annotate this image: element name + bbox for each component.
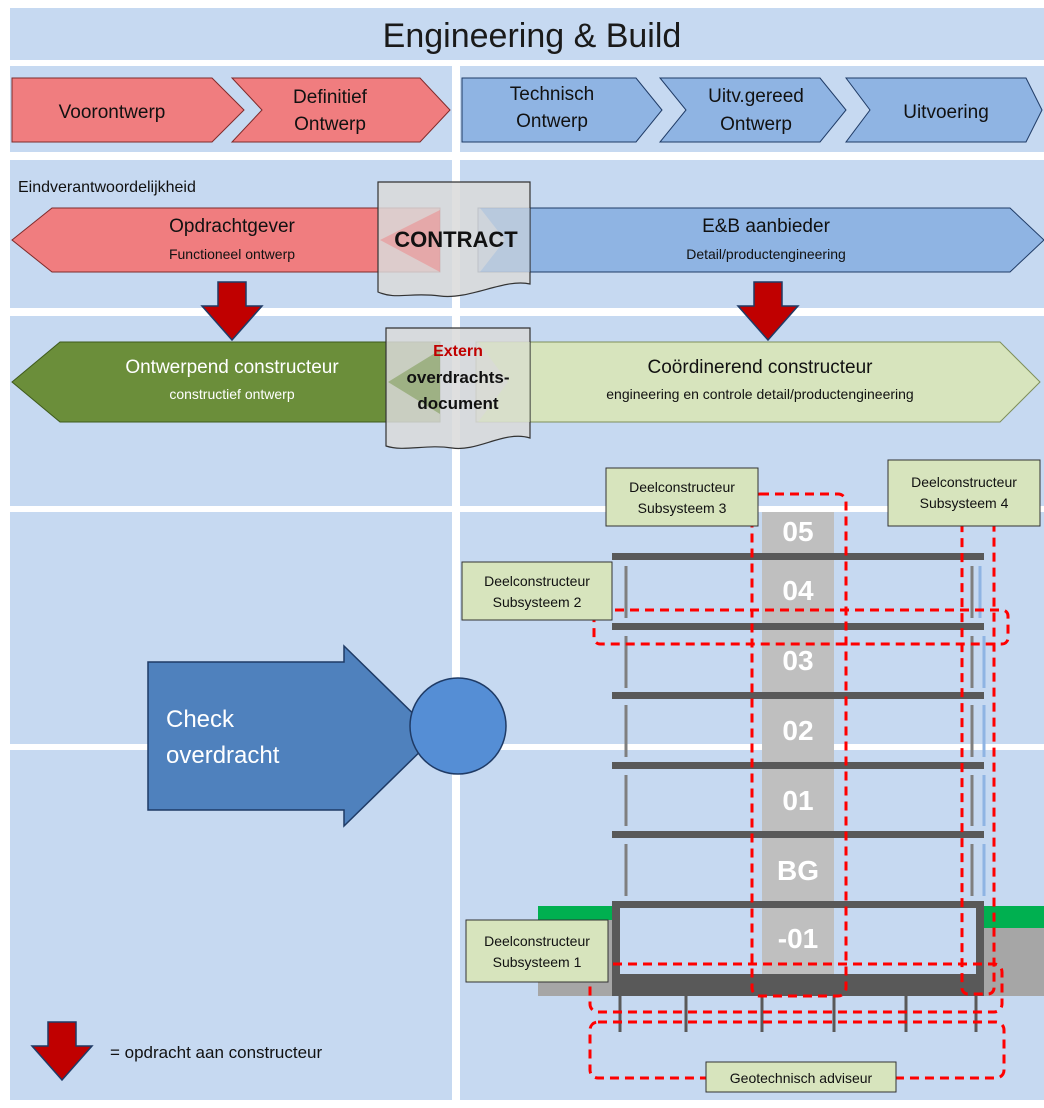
phase-voorontwerp xyxy=(11,77,245,143)
handover-overlap-right xyxy=(478,342,530,422)
check-circle xyxy=(409,677,507,775)
ground-surface-right xyxy=(984,906,1044,928)
handover-overlap-left xyxy=(388,350,440,414)
floor-label: BG xyxy=(777,855,819,886)
basement-wall-right xyxy=(976,906,984,990)
handover-doc-line1: Extern xyxy=(433,343,483,360)
subsystem-4-line1: Deelconstructeur xyxy=(911,474,1017,490)
handover-doc-line3: document xyxy=(417,394,499,413)
subsystem-2-box xyxy=(461,561,613,621)
contract-document xyxy=(377,181,531,298)
phase-label: Ontwerp xyxy=(516,111,588,132)
contract-overlap-right xyxy=(480,208,530,272)
designing-engineer-arrow xyxy=(11,341,441,423)
coordinating-engineer-arrow xyxy=(475,341,1041,423)
subsystem-2-line1: Deelconstructeur xyxy=(484,573,590,589)
subsystem-1-box xyxy=(465,919,609,983)
phase-label: Uitv.gereed xyxy=(708,86,804,107)
assignment-arrow-icon xyxy=(736,281,800,342)
phase-label: Ontwerp xyxy=(294,114,366,135)
phase-uitv-gereed-ontwerp xyxy=(658,77,847,143)
floor-slab xyxy=(612,692,984,699)
title-bar xyxy=(10,8,1044,60)
legend-arrow-icon xyxy=(30,1021,94,1082)
foundation-slab xyxy=(612,974,984,996)
designing-engineer-title: Ontwerpend constructeur xyxy=(125,357,339,378)
ground-surface-left xyxy=(538,906,614,920)
subsystem-4-line2: Subsysteem 4 xyxy=(920,495,1009,511)
phase-uitvoering xyxy=(845,77,1043,143)
coordinating-engineer-title: Coördinerend constructeur xyxy=(648,357,874,378)
page-title: Engineering & Build xyxy=(383,17,682,55)
subsystem-4-box xyxy=(887,459,1041,527)
phase-label: Technisch xyxy=(510,84,595,105)
contract-label: CONTRACT xyxy=(394,227,518,252)
floor-label: 05 xyxy=(782,516,813,547)
basement-wall-left xyxy=(612,906,620,990)
handover-document xyxy=(385,327,531,450)
check-line1: Check xyxy=(166,706,235,733)
piles xyxy=(618,996,978,1032)
provider-title: E&B aanbieder xyxy=(702,216,830,237)
subsystem-3-line1: Deelconstructeur xyxy=(629,479,735,495)
phase-label: Ontwerp xyxy=(720,114,792,135)
geotechnical-label: Geotechnisch adviseur xyxy=(730,1070,873,1086)
floor-slab xyxy=(612,762,984,769)
phase-label: Definitief xyxy=(293,87,368,108)
subsystem-1-line2: Subsysteem 1 xyxy=(493,954,582,970)
coordinating-engineer-subtitle: engineering en controle detail/producten… xyxy=(606,386,913,402)
provider-subtitle: Detail/productengineering xyxy=(686,246,846,262)
floor-label: -01 xyxy=(778,923,818,954)
phase-definitief-ontwerp xyxy=(230,77,451,143)
handover-doc-line2: overdrachts- xyxy=(407,368,510,387)
legend-text: = opdracht aan constructeur xyxy=(110,1043,322,1062)
subsystem-3-boundary xyxy=(750,492,848,998)
assignment-arrow-icon xyxy=(200,281,264,342)
floor-slab xyxy=(612,831,984,838)
subsystem-2-boundary xyxy=(592,608,1010,646)
subsystem-3-box xyxy=(605,467,759,527)
building-core xyxy=(762,512,834,994)
floor-slab xyxy=(612,623,984,630)
designing-engineer-subtitle: constructief ontwerp xyxy=(169,386,294,402)
floor-label: 01 xyxy=(782,785,813,816)
floor-slab xyxy=(612,553,984,560)
responsibility-label: Eindverantwoordelijkheid xyxy=(18,179,196,196)
subsystem-4-boundary xyxy=(960,514,996,996)
subsystem-1-boundary xyxy=(588,962,1004,1014)
geotechnical-box xyxy=(705,1061,897,1093)
subsystem-2-line2: Subsysteem 2 xyxy=(493,594,582,610)
floor-slab xyxy=(612,901,984,908)
floor-label: 02 xyxy=(782,715,813,746)
phase-label: Voorontwerp xyxy=(59,102,166,123)
contract-overlap-left xyxy=(380,210,440,272)
floor-label: 04 xyxy=(782,575,814,606)
subsystem-3-line2: Subsysteem 3 xyxy=(638,500,727,516)
check-line2: overdracht xyxy=(166,742,280,769)
client-subtitle: Functioneel ontwerp xyxy=(169,246,295,262)
floor-label: 03 xyxy=(782,645,813,676)
phase-label: Uitvoering xyxy=(903,102,989,123)
client-title: Opdrachtgever xyxy=(169,216,295,237)
phase-technisch-ontwerp xyxy=(461,77,663,143)
check-handover-arrow xyxy=(147,644,438,828)
subsystem-1-line1: Deelconstructeur xyxy=(484,933,590,949)
